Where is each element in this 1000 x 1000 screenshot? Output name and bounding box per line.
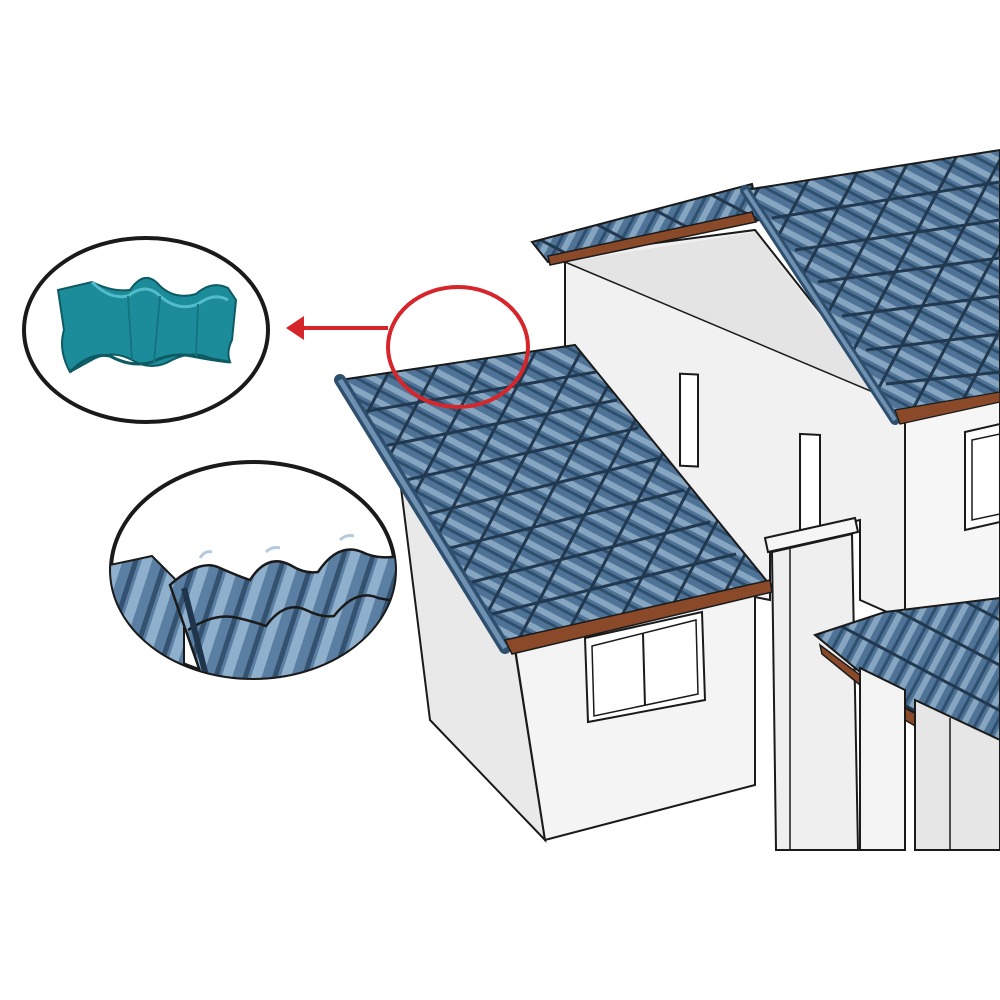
boundary-pillar bbox=[763, 516, 860, 851]
sheet-profile-callout bbox=[109, 460, 397, 680]
annex-building bbox=[399, 479, 756, 843]
main-roof bbox=[530, 148, 1000, 425]
ridge-cap-icon bbox=[56, 277, 238, 374]
annex-roof bbox=[334, 343, 773, 655]
ridge-cap-callout bbox=[22, 236, 270, 424]
annex-roof-tile-courses bbox=[361, 370, 737, 616]
highlight-circle bbox=[386, 285, 530, 409]
side-window-2 bbox=[799, 432, 821, 537]
callout-arrow-head bbox=[286, 316, 304, 340]
main-roof-eave bbox=[547, 211, 758, 266]
main-building-gable-shade bbox=[565, 232, 880, 395]
lower-right-roof bbox=[812, 596, 1000, 851]
annex-window bbox=[583, 610, 707, 724]
front-window bbox=[964, 422, 1000, 532]
main-roof-tile-courses bbox=[771, 180, 1000, 386]
side-window-1 bbox=[679, 372, 699, 468]
